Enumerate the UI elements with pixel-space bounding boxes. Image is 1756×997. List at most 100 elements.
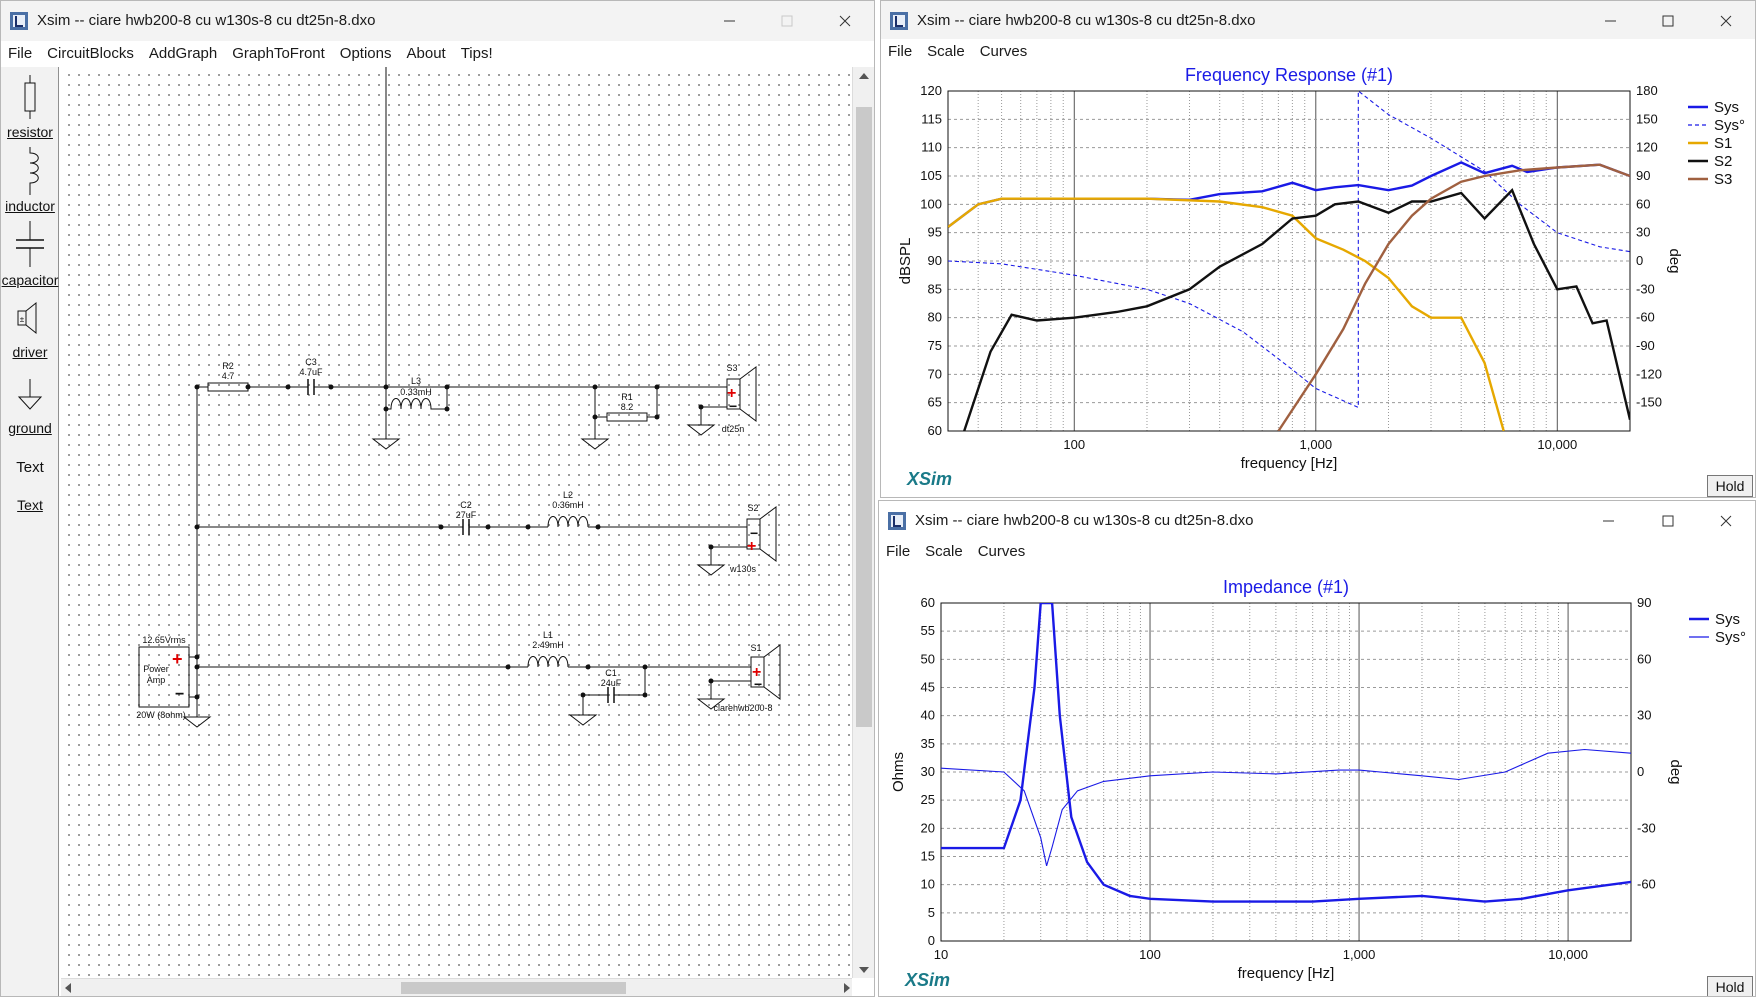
svg-text:+: + (172, 649, 183, 669)
imp-menu-curves[interactable]: Curves (977, 543, 1026, 560)
scroll-left-icon[interactable] (65, 983, 71, 993)
maximize-icon (1662, 15, 1674, 27)
y-tick-label: 105 (920, 168, 942, 183)
imp-minimize-button[interactable] (1585, 501, 1631, 541)
xsim-logo: XSim (907, 469, 953, 489)
x-tick-label: 100 (1063, 437, 1085, 452)
schematic-horizontal-scrollbar[interactable] (61, 978, 852, 996)
schematic-titlebar[interactable]: Xsim -- ciare hwb200-8 cu w130s-8 cu dt2… (1, 1, 874, 41)
amp-voltage: 12.65Vrms (142, 635, 186, 645)
y2-tick-label: 90 (1637, 595, 1651, 610)
scroll-right-icon[interactable] (844, 983, 850, 993)
schematic-canvas[interactable]: +++ + −−− − R2 4.7 C3 4.7uF L3 0.33mH R1… (61, 67, 853, 978)
s1-name: S1 (750, 643, 761, 653)
svg-text:−: − (750, 525, 758, 541)
freq-menubar: File Scale Curves (881, 39, 1755, 65)
y-tick-label: 0 (928, 933, 935, 948)
hscrollbar-track (65, 982, 850, 994)
freq-minimize-button[interactable] (1587, 1, 1633, 41)
series-line-3 (963, 188, 1630, 431)
svg-text:−: − (729, 398, 737, 414)
imp-menu-file[interactable]: File (886, 543, 911, 560)
palette-text[interactable]: Text (16, 459, 44, 476)
schematic-vertical-scrollbar[interactable] (852, 67, 874, 978)
c1-value: 24uF (601, 678, 622, 688)
y2-tick-label: -30 (1636, 281, 1655, 296)
freq-hold-button[interactable]: Hold (1707, 475, 1753, 497)
r1-value: 8.2 (621, 402, 634, 412)
palette-capacitor[interactable]: capacitor (1, 221, 59, 288)
frequency-response-window: Xsim -- ciare hwb200-8 cu w130s-8 cu dt2… (880, 0, 1756, 498)
y2-tick-label: -60 (1637, 877, 1656, 892)
y-tick-label: 40 (921, 708, 935, 723)
l3-name: L3 (411, 376, 421, 386)
svg-text:−: − (754, 676, 762, 692)
scroll-thumb[interactable] (856, 107, 872, 727)
amp-power: 20W (8ohm) (136, 710, 186, 720)
hscroll-thumb[interactable] (401, 982, 626, 994)
svg-text:−: − (175, 686, 184, 703)
menu-tips[interactable]: Tips! (460, 45, 493, 62)
close-button[interactable] (822, 1, 868, 41)
palette-inductor[interactable]: inductor (1, 147, 59, 214)
close-icon (839, 15, 851, 27)
inductor-icon (29, 147, 39, 195)
palette-resistor[interactable]: resistor (1, 75, 59, 140)
close-icon (1720, 15, 1732, 27)
s3-name: S3 (726, 363, 737, 373)
y-tick-label: 50 (921, 651, 935, 666)
imp-maximize-button[interactable] (1645, 501, 1691, 541)
imp-titlebar[interactable]: Xsim -- ciare hwb200-8 cu w130s-8 cu dt2… (879, 501, 1755, 541)
maximize-icon (781, 15, 793, 27)
y-tick-label: 45 (921, 680, 935, 695)
y2-tick-label: -60 (1636, 310, 1655, 325)
menu-graphtofront[interactable]: GraphToFront (232, 45, 325, 62)
y-tick-label: 10 (921, 877, 935, 892)
series-line-2 (948, 197, 1505, 431)
minimize-button[interactable] (706, 1, 752, 41)
palette-ground[interactable]: ground (1, 377, 59, 436)
y-tick-label: 20 (921, 820, 935, 835)
plot-frame (940, 602, 1632, 942)
y-tick-label: 85 (928, 281, 942, 296)
imp-hold-button[interactable]: Hold (1707, 976, 1753, 996)
y-tick-label: 30 (921, 764, 935, 779)
y2-tick-label: 60 (1637, 651, 1651, 666)
legend-entry: Sys (1715, 611, 1740, 628)
y2-tick-label: 150 (1636, 111, 1658, 126)
freq-maximize-button[interactable] (1645, 1, 1691, 41)
legend-entry: S2 (1714, 153, 1732, 170)
legend-entry: S1 (1714, 135, 1732, 152)
x-tick-label: 100 (1139, 947, 1161, 962)
y2-tick-label: 0 (1637, 764, 1644, 779)
scroll-up-icon[interactable] (859, 73, 869, 79)
menu-circuitblocks[interactable]: CircuitBlocks (47, 45, 134, 62)
menu-options[interactable]: Options (339, 45, 392, 62)
y-tick-label: 100 (920, 196, 942, 211)
menu-about[interactable]: About (406, 45, 446, 62)
freq-menu-scale[interactable]: Scale (927, 43, 965, 60)
capacitor-icon (16, 221, 44, 267)
freq-titlebar[interactable]: Xsim -- ciare hwb200-8 cu w130s-8 cu dt2… (881, 1, 1755, 41)
palette-text-underlined[interactable]: Text (17, 497, 43, 513)
y-tick-label: 25 (921, 792, 935, 807)
y-tick-label: 95 (928, 225, 942, 240)
y2-axis-label: deg (1666, 248, 1683, 273)
maximize-button[interactable] (764, 1, 810, 41)
y-tick-label: 115 (921, 111, 942, 126)
imp-close-button[interactable] (1703, 501, 1749, 541)
driver-icon: ± (17, 301, 37, 335)
schematic-window: Xsim -- ciare hwb200-8 cu w130s-8 cu dt2… (0, 0, 875, 997)
menu-file[interactable]: File (8, 45, 33, 62)
menu-addgraph[interactable]: AddGraph (148, 45, 218, 62)
imp-menu-scale[interactable]: Scale (925, 543, 963, 560)
freq-menu-curves[interactable]: Curves (979, 43, 1028, 60)
palette-driver[interactable]: ± driver (1, 299, 59, 360)
scroll-down-icon[interactable] (859, 967, 869, 973)
resistor-icon (24, 75, 36, 119)
freq-close-button[interactable] (1703, 1, 1749, 41)
y2-tick-label: -90 (1636, 338, 1655, 353)
freq-menu-file[interactable]: File (888, 43, 913, 60)
y2-tick-label: -120 (1636, 366, 1662, 381)
